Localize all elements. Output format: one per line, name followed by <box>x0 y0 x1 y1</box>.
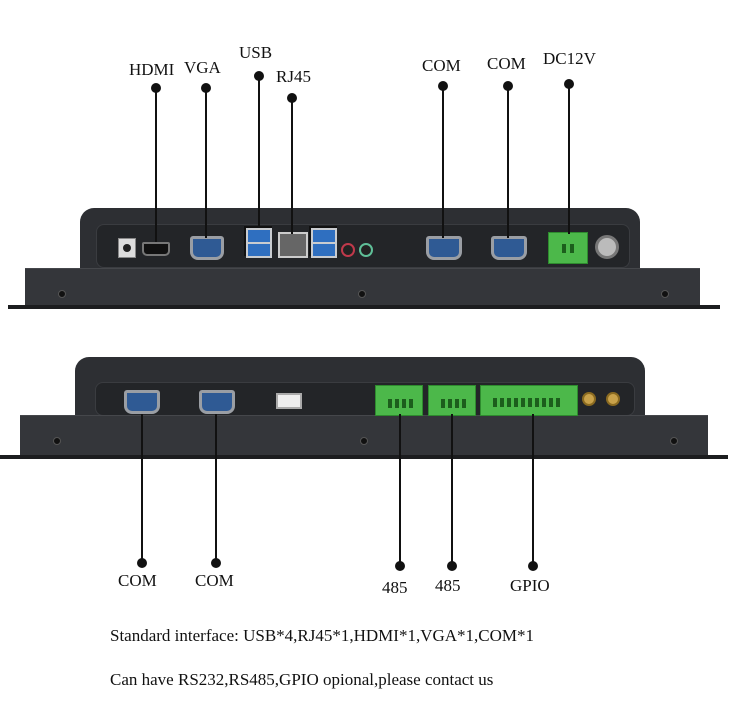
label-com-3: COM <box>118 571 157 590</box>
label-com-1: COM <box>422 56 461 75</box>
bottom-front-panel <box>20 415 708 456</box>
com-port <box>491 236 527 260</box>
screw-icon <box>670 437 678 445</box>
screw-icon <box>360 437 368 445</box>
optional-interface-note: Can have RS232,RS485,GPIO opional,please… <box>110 670 494 689</box>
usb-port <box>311 242 337 258</box>
audio-out-jack <box>359 243 373 257</box>
label-rj45: RJ45 <box>276 67 311 86</box>
label-vga: VGA <box>184 58 221 77</box>
usb-port <box>276 393 302 409</box>
mic-jack <box>341 243 355 257</box>
label-com-4: COM <box>195 571 234 590</box>
standard-interface-note: Standard interface: USB*4,RJ45*1,HDMI*1,… <box>110 626 535 645</box>
label-485-1: 485 <box>382 578 408 597</box>
com-port <box>426 236 462 260</box>
hdmi-port <box>142 242 170 256</box>
com-port <box>199 390 235 414</box>
screw-icon <box>53 437 61 445</box>
label-485-2: 485 <box>435 576 461 595</box>
usb-port <box>246 242 272 258</box>
dc-jack-port <box>118 238 136 258</box>
top-front-panel <box>25 268 700 306</box>
label-dc12v: DC12V <box>543 49 596 68</box>
label-gpio: GPIO <box>510 576 550 595</box>
screw-icon <box>661 290 669 298</box>
power-button <box>595 235 619 259</box>
label-hdmi: HDMI <box>129 60 175 79</box>
top-bezel-lip <box>8 305 720 309</box>
vga-port <box>190 236 224 260</box>
gpio-terminal <box>480 385 578 416</box>
screw-icon <box>358 290 366 298</box>
rj45-port <box>278 232 308 258</box>
screw-icon <box>58 290 66 298</box>
label-usb: USB <box>239 43 273 62</box>
rs485-terminal-2 <box>428 385 476 416</box>
com-port <box>124 390 160 414</box>
antenna-connector-icon <box>606 392 620 406</box>
dc12v-terminal <box>548 232 588 264</box>
antenna-connector-icon <box>582 392 596 406</box>
bottom-bezel-lip <box>0 455 728 459</box>
label-com-2: COM <box>487 54 526 73</box>
rs485-terminal-1 <box>375 385 423 416</box>
